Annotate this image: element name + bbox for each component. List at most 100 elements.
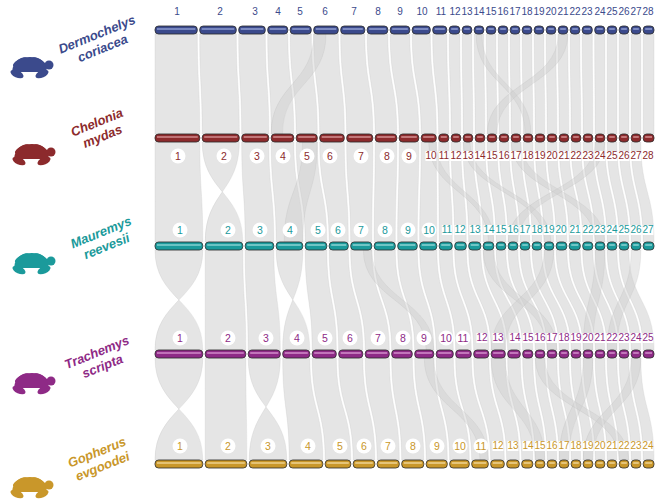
chromosome-bar bbox=[535, 350, 545, 358]
chromosome-bar bbox=[571, 350, 581, 358]
chromosome-bar bbox=[205, 350, 246, 358]
chromosome-number: 20 bbox=[594, 441, 605, 451]
synteny-ribbon bbox=[449, 34, 461, 134]
chromosome-bar bbox=[439, 134, 449, 142]
chromosome-bar bbox=[205, 460, 247, 468]
chromosome-bar bbox=[643, 26, 654, 34]
chromosome-number: 7 bbox=[354, 149, 369, 164]
synteny-ribbon bbox=[433, 34, 449, 134]
chromosome-number: 1 bbox=[174, 7, 180, 17]
chromosome-number: 12 bbox=[450, 151, 461, 161]
chromosome-number: 21 bbox=[594, 333, 605, 343]
synteny-ribbon bbox=[155, 142, 203, 242]
chromosome-number: 24 bbox=[594, 151, 605, 161]
turtle-icon bbox=[9, 475, 53, 500]
chromosome-number: 7 bbox=[354, 223, 369, 238]
chromosome-bar bbox=[619, 242, 629, 250]
chromosome-bar bbox=[511, 134, 521, 142]
species-name: Trachemys scripta bbox=[50, 328, 150, 392]
chromosome-number: 17 bbox=[558, 441, 569, 451]
chromosome-bar bbox=[486, 26, 496, 34]
chromosome-number: 9 bbox=[397, 7, 403, 17]
chromosome-bar bbox=[570, 26, 580, 34]
chromosome-number: 25 bbox=[642, 333, 653, 343]
chromosome-bar bbox=[462, 26, 472, 34]
chromosome-bar bbox=[619, 350, 629, 358]
chromosome-number: 18 bbox=[570, 441, 581, 451]
chromosome-bar bbox=[239, 26, 266, 34]
chromosome-number: 23 bbox=[582, 151, 593, 161]
chromosome-number: 12 bbox=[476, 333, 487, 343]
chromosome-number: 22 bbox=[606, 333, 617, 343]
synteny-ribbon bbox=[205, 358, 247, 460]
chromosome-bar bbox=[498, 26, 508, 34]
chromosome-bar bbox=[268, 26, 288, 34]
chromosome-bar bbox=[451, 134, 461, 142]
chromosome-bar bbox=[559, 350, 569, 358]
chromosome-bar bbox=[390, 26, 410, 34]
chromosome-bar bbox=[412, 26, 430, 34]
chromosome-bar bbox=[582, 26, 592, 34]
chromosome-bar bbox=[245, 242, 274, 250]
synteny-ribbon bbox=[271, 34, 326, 134]
synteny-ribbon bbox=[582, 34, 593, 134]
chromosome-number: 1 bbox=[173, 331, 188, 346]
chromosome-number: 6 bbox=[322, 7, 328, 17]
chromosome-bar bbox=[510, 26, 520, 34]
chromosome-number: 20 bbox=[546, 151, 557, 161]
chromosome-bar bbox=[619, 26, 629, 34]
chromosome-bar bbox=[559, 460, 569, 468]
chromosome-bar bbox=[508, 350, 521, 358]
chromosome-bar bbox=[463, 134, 473, 142]
chromosome-bar bbox=[607, 350, 617, 358]
chromosome-number: 14 bbox=[509, 333, 520, 343]
chromosome-number: 8 bbox=[375, 7, 381, 17]
chromosome-number: 15 bbox=[485, 7, 496, 17]
chromosome-number: 9 bbox=[417, 331, 432, 346]
chromosome-bar bbox=[595, 134, 605, 142]
chromosome-number: 23 bbox=[581, 7, 592, 17]
chromosome-bar bbox=[329, 242, 348, 250]
synteny-ribbon bbox=[155, 358, 203, 460]
chromosome-bar bbox=[155, 26, 197, 34]
chromosome-bar bbox=[491, 350, 505, 358]
synteny-ribbon bbox=[205, 250, 246, 350]
chromosome-number: 3 bbox=[253, 223, 268, 238]
chromosome-number: 13 bbox=[492, 333, 503, 343]
chromosome-bar bbox=[532, 242, 542, 250]
chromosome-bar bbox=[631, 350, 641, 358]
chromosome-number: 8 bbox=[378, 223, 393, 238]
chromosome-number: 4 bbox=[290, 331, 305, 346]
chromosome-number: 13 bbox=[469, 225, 480, 235]
chromosome-bar bbox=[583, 350, 593, 358]
chromosome-number: 14 bbox=[522, 441, 533, 451]
chromosome-number: 8 bbox=[396, 331, 411, 346]
chromosome-number: 8 bbox=[406, 439, 421, 454]
synteny-ribbon bbox=[491, 358, 545, 460]
chromosome-bar bbox=[491, 460, 505, 468]
chromosome-bar bbox=[320, 134, 345, 142]
chromosome-bar bbox=[314, 26, 339, 34]
chromosome-bar bbox=[643, 134, 654, 142]
chromosome-number: 22 bbox=[582, 225, 593, 235]
chromosome-number: 11 bbox=[439, 151, 449, 161]
chromosome-bar bbox=[571, 134, 581, 142]
chromosome-bar bbox=[544, 242, 554, 250]
chromosome-bar bbox=[499, 134, 509, 142]
synteny-ribbon bbox=[510, 34, 521, 134]
chromosome-number: 17 bbox=[546, 333, 557, 343]
synteny-ribbon bbox=[347, 142, 373, 242]
synteny-ribbon bbox=[245, 250, 280, 350]
turtle-icon bbox=[11, 251, 55, 276]
chromosome-bar bbox=[248, 350, 280, 358]
chromosome-number: 24 bbox=[606, 225, 617, 235]
chromosome-number: 28 bbox=[642, 151, 653, 161]
chromosome-bar bbox=[398, 242, 418, 250]
chromosome-bar bbox=[455, 242, 467, 250]
chromosome-number: 26 bbox=[630, 225, 641, 235]
chromosome-bar bbox=[546, 26, 556, 34]
species-name: Mauremys reevesii bbox=[54, 208, 154, 272]
chromosome-bars bbox=[155, 26, 654, 468]
chromosome-number: 18 bbox=[522, 151, 533, 161]
